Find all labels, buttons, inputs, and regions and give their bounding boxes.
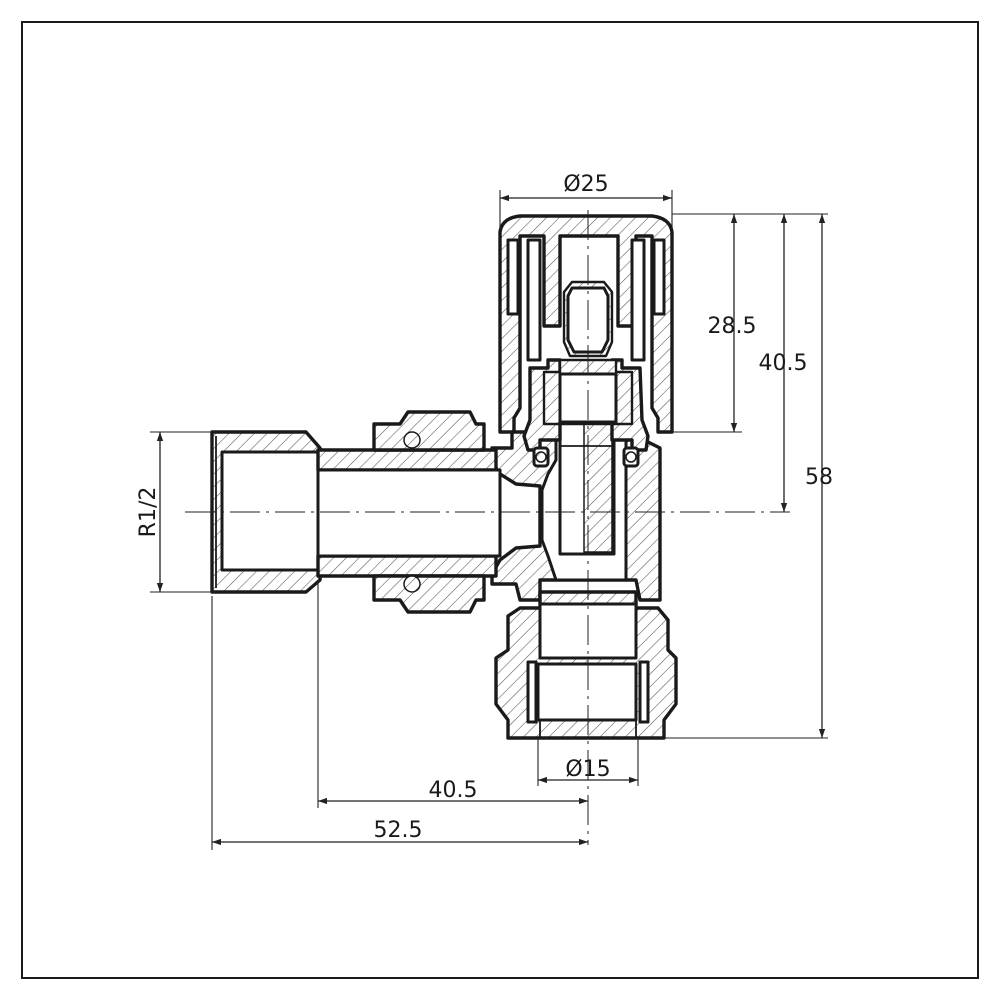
cap-height-label: 28.5 [708,314,757,339]
inlet-tailpiece [210,410,502,614]
centre-to-top-label: 40.5 [759,351,808,376]
valve-cap [498,214,674,434]
bottom-union [494,590,678,740]
cap-diameter-label: Ø25 [563,172,608,197]
overall-height-label: 58 [805,465,833,490]
inlet-thread-label: R1/2 [136,487,161,538]
thread-to-centre-label: 52.5 [374,818,423,843]
body-to-centre-label: 40.5 [429,778,478,803]
outlet-diameter-label: Ø15 [565,757,610,782]
drawing-border [21,21,979,979]
